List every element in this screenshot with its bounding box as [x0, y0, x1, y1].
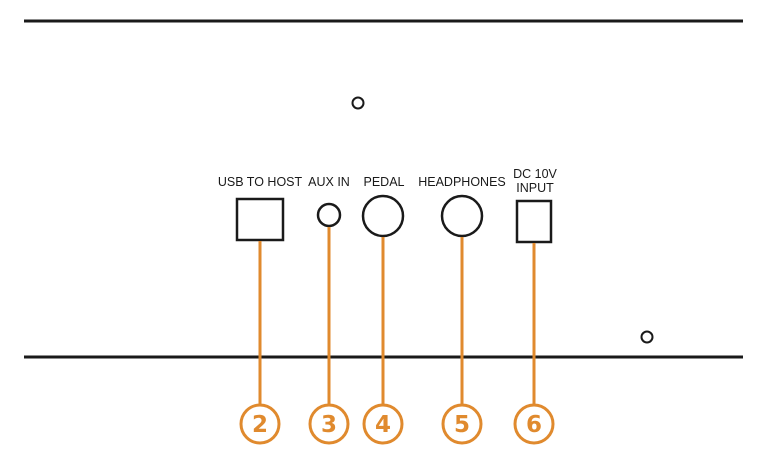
dc-input-label-line1: DC 10V — [513, 167, 557, 181]
callout-circle-pedal — [362, 403, 404, 445]
callout-circle-aux — [308, 403, 350, 445]
callout-number-headphones: 5 — [454, 412, 470, 438]
callout-number-dc: 6 — [526, 412, 542, 438]
callout-circle-headphones — [441, 403, 483, 445]
headphones-port-label: HEADPHONES — [418, 175, 506, 189]
callout-number-aux: 3 — [321, 412, 337, 438]
callout-circle-usb — [239, 403, 281, 445]
dc-input-port-icon — [515, 199, 553, 244]
headphones-jack-icon — [440, 194, 484, 238]
aux-port-label: AUX IN — [308, 175, 350, 189]
screw-hole-bottom — [640, 330, 654, 344]
pedal-jack-icon — [361, 194, 405, 238]
pedal-port-label: PEDAL — [364, 175, 405, 189]
callout-circle-dc — [513, 403, 555, 445]
usb-port-label: USB TO HOST — [218, 175, 303, 189]
screw-hole-top — [351, 96, 365, 110]
dc-input-label-line2: INPUT — [516, 181, 554, 195]
callout-number-pedal: 4 — [375, 412, 391, 438]
callout-number-usb: 2 — [252, 412, 268, 438]
usb-port-icon — [235, 197, 285, 242]
aux-in-jack-icon — [316, 202, 342, 228]
